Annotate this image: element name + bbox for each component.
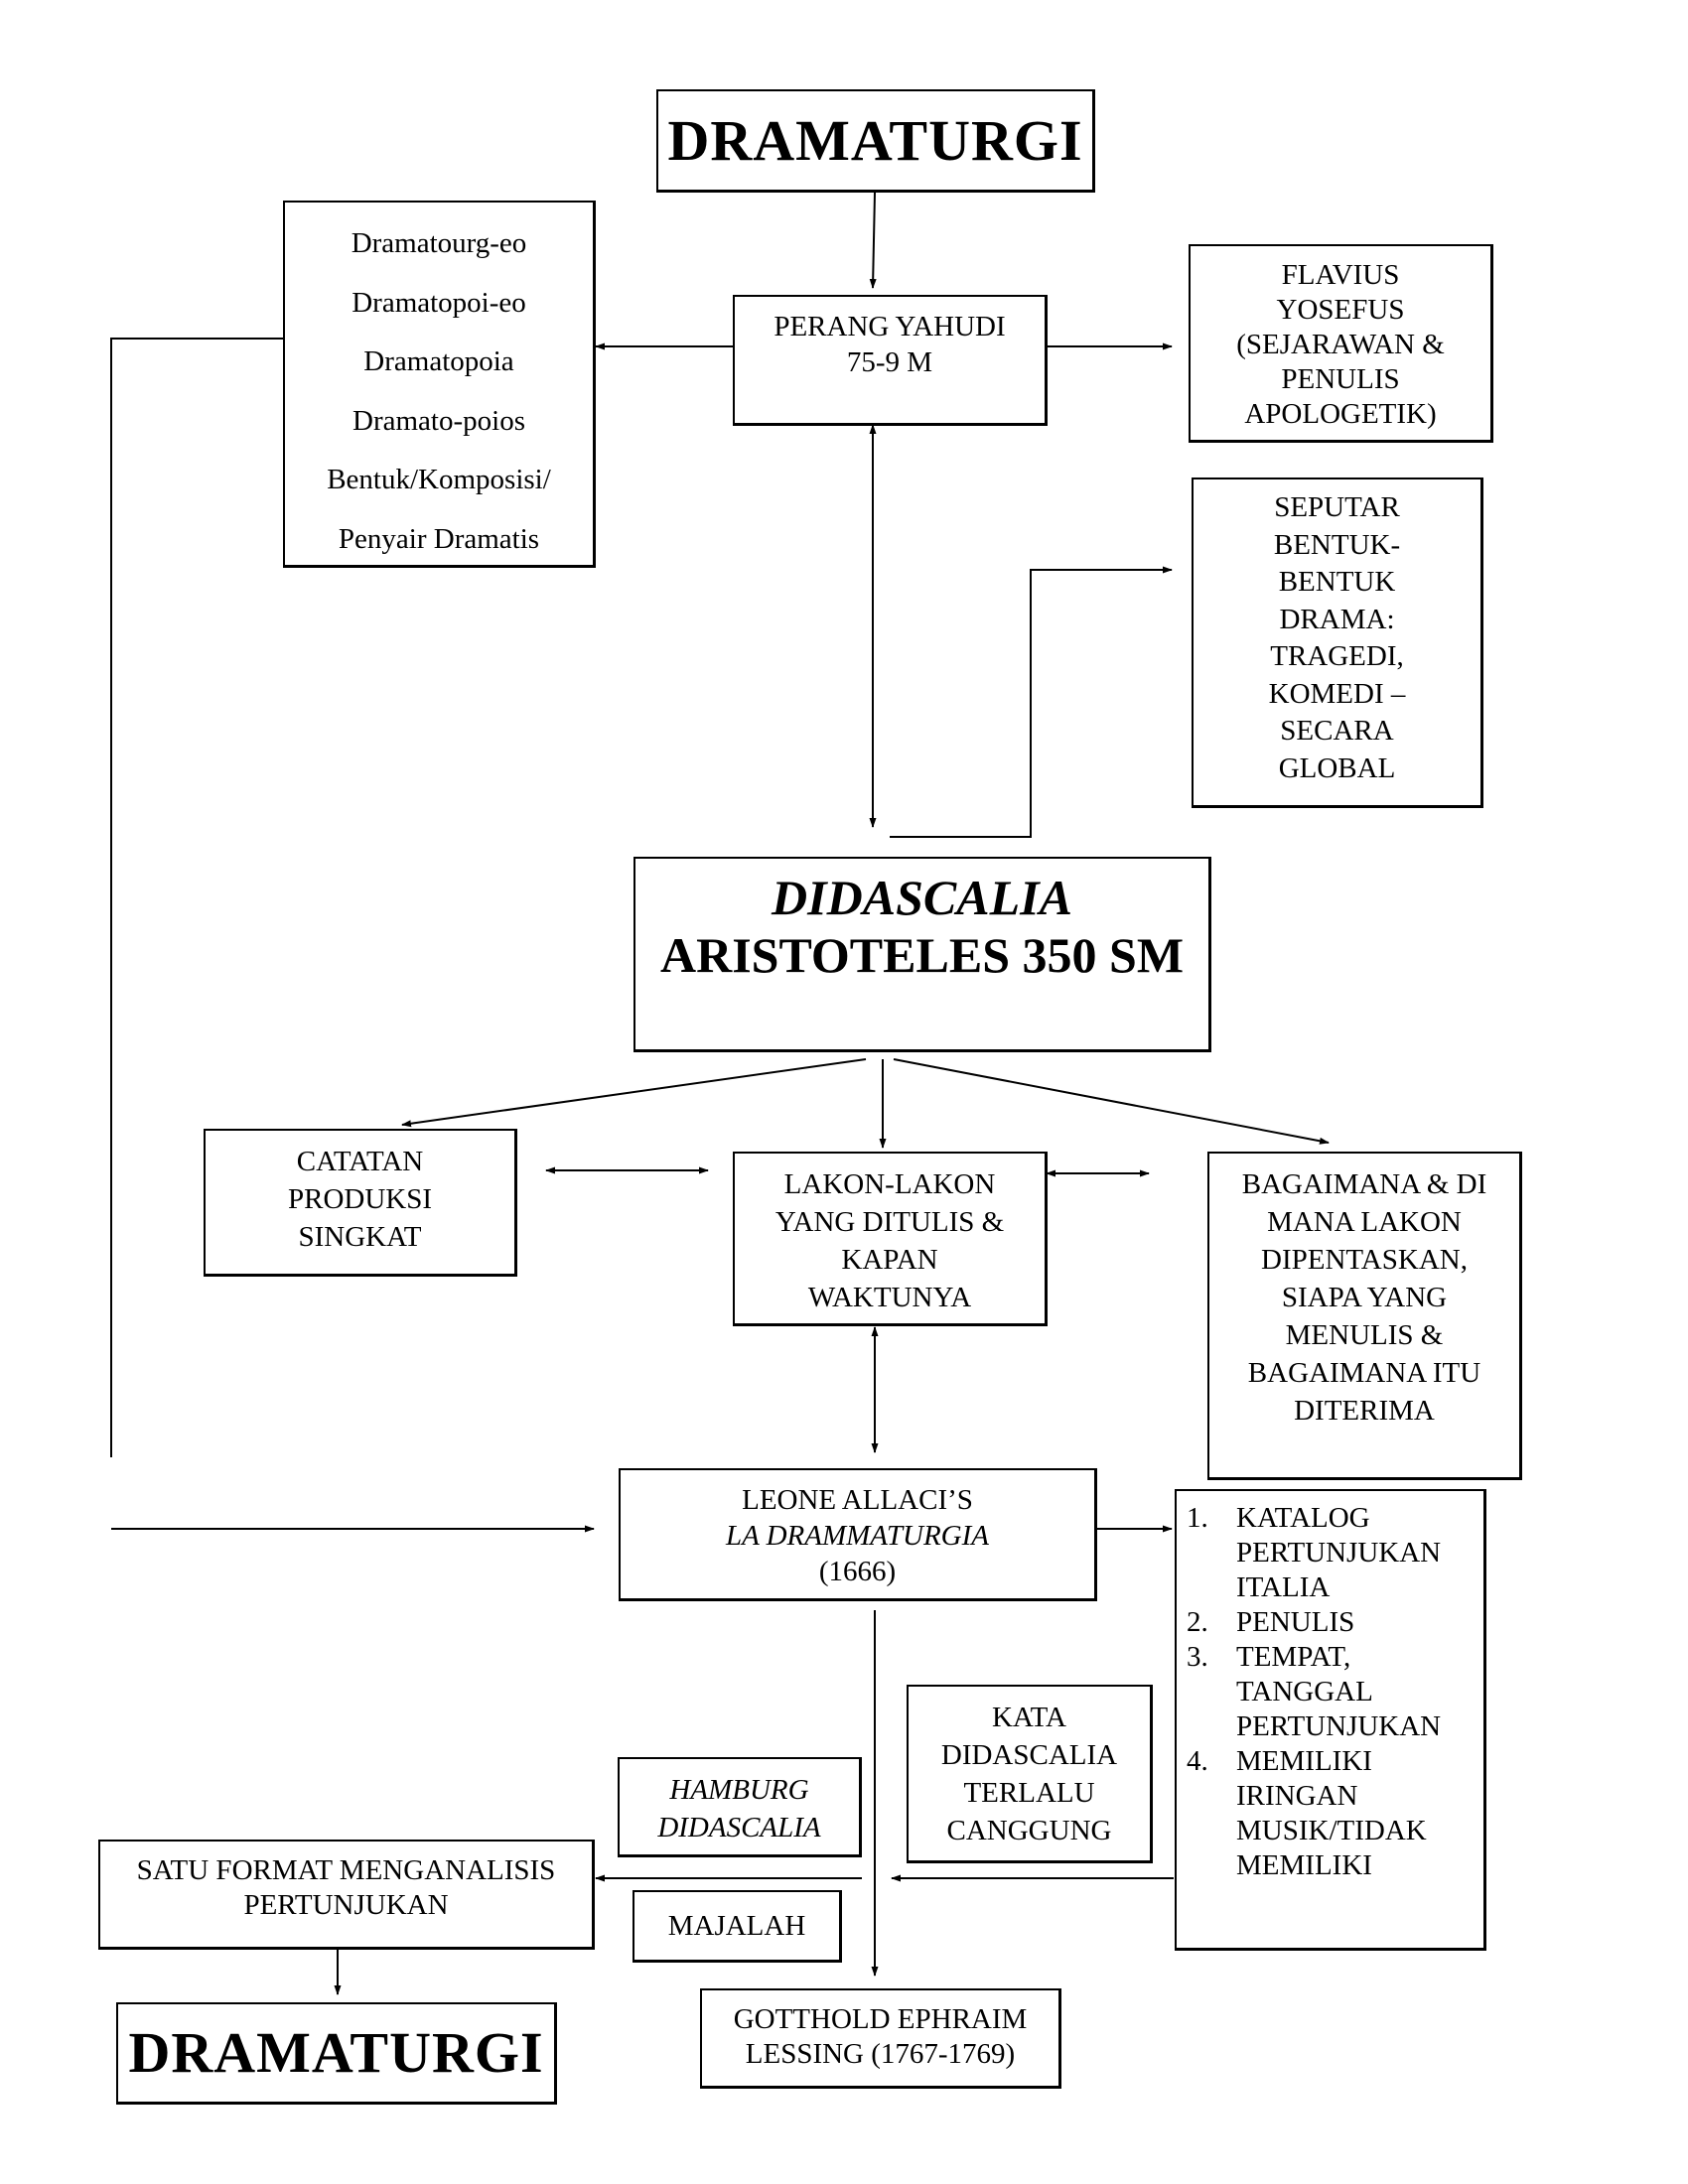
list-text: KATALOG (1236, 1502, 1370, 1534)
kata-line: KATA (991, 1702, 1066, 1733)
catatan-line: PRODUKSI (287, 1183, 433, 1215)
lakon-box: LAKON-LAKON YANG DITULIS & KAPAN WAKTUNY… (733, 1152, 1048, 1326)
list-text: ITALIA (1236, 1571, 1331, 1603)
catatan-line: CATATAN (296, 1146, 424, 1177)
flavius-line: APOLOGETIK) (1244, 398, 1437, 430)
line-etymology-left-loop (110, 338, 283, 1457)
lakon-line: YANG DITULIS & (774, 1206, 1005, 1238)
leone-year: (1666) (818, 1556, 897, 1587)
hamburg-line: HAMBURG (669, 1774, 809, 1806)
leone-name: LEONE ALLACI’S (742, 1484, 973, 1516)
list-text: PERTUNJUKAN (1236, 1710, 1442, 1742)
flavius-box: FLAVIUS YOSEFUS (SEJARAWAN & PENULIS APO… (1189, 244, 1493, 443)
kata-line: CANGGUNG (946, 1815, 1112, 1846)
etymology-term: Dramatourg-eo (351, 227, 527, 259)
seputar-line: DRAMA: (1279, 603, 1395, 635)
seputar-line: KOMEDI – (1268, 677, 1406, 710)
bagaimana-box: BAGAIMANA & DI MANA LAKON DIPENTASKAN, S… (1207, 1152, 1522, 1480)
list-text: PERTUNJUKAN (1236, 1537, 1442, 1569)
kata-line: DIDASCALIA (940, 1739, 1118, 1771)
lakon-line: WAKTUNYA (807, 1282, 972, 1313)
kata-didascalia-box: KATA DIDASCALIA TERLALU CANGGUNG (907, 1685, 1153, 1863)
list-number: 1. (1187, 1502, 1208, 1534)
etymology-term: Penyair Dramatis (338, 522, 540, 555)
lessing-box: GOTTHOLD EPHRAIM LESSING (1767-1769) (700, 1988, 1061, 2089)
perang-yahudi-box: PERANG YAHUDI 75-9 M (733, 295, 1048, 426)
list-text: TEMPAT, (1236, 1641, 1351, 1673)
etymology-term: Bentuk/Komposisi/ (327, 464, 551, 495)
lessing-line: LESSING (1767-1769) (745, 2038, 1016, 2070)
arrow-didascalia-to-catatan (401, 1058, 867, 1128)
hamburg-didascalia-box: HAMBURG DIDASCALIA (618, 1757, 862, 1857)
didascalia-title: DIDASCALIA (772, 870, 1072, 925)
seputar-line: BENTUK (1278, 566, 1396, 598)
lakon-line: KAPAN (841, 1244, 938, 1276)
top-title: DRAMATURGI (667, 107, 1083, 173)
bagaimana-line: BAGAIMANA & DI (1241, 1168, 1487, 1200)
seputar-line: GLOBAL (1278, 751, 1396, 784)
bagaimana-line: DITERIMA (1294, 1395, 1435, 1427)
etymology-box: Dramatourg-eo Dramatopoi-eo Dramatopoia … (283, 201, 596, 568)
lessing-line: GOTTHOLD EPHRAIM (733, 2003, 1028, 2035)
satu-format-box: SATU FORMAT MENGANALISIS PERTUNJUKAN (98, 1840, 595, 1950)
etymology-term: Dramatopoia (363, 345, 514, 377)
list-text: IRINGAN (1236, 1780, 1358, 1812)
lakon-line: LAKON-LAKON (783, 1168, 996, 1200)
seputar-line: TRAGEDI, (1270, 640, 1404, 672)
satu-format-line: SATU FORMAT MENGANALISIS (136, 1854, 556, 1886)
bagaimana-line: DIPENTASKAN, (1261, 1244, 1468, 1276)
perang-yahudi-title: PERANG YAHUDI (774, 311, 1006, 342)
flavius-line: (SEJARAWAN & (1236, 329, 1445, 360)
arrow-didascalia-to-bagaimana (893, 1058, 1330, 1145)
bottom-title: DRAMATURGI (128, 2020, 544, 2085)
majalah-label: MAJALAH (667, 1910, 806, 1942)
perang-yahudi-date: 75-9 M (846, 346, 933, 378)
seputar-box: SEPUTAR BENTUK- BENTUK DRAMA: TRAGEDI, K… (1192, 478, 1483, 808)
top-title-box: DRAMATURGI (656, 89, 1095, 193)
list-item: 4. MEMILIKI IRINGAN MUSIK/TIDAK MEMILIKI (1187, 1744, 1483, 1883)
flavius-line: YOSEFUS (1276, 294, 1405, 326)
list-item: 3. TEMPAT, TANGGAL PERTUNJUKAN (1187, 1640, 1483, 1744)
didascalia-subtitle: ARISTOTELES 350 SM (659, 927, 1185, 983)
catatan-box: CATATAN PRODUKSI SINGKAT (204, 1129, 517, 1277)
seputar-line: SEPUTAR (1274, 491, 1400, 523)
list-number: 2. (1187, 1606, 1208, 1638)
list-number: 4. (1187, 1745, 1208, 1777)
catalog-box: 1. KATALOG PERTUNJUKAN ITALIA 2. PENULIS… (1175, 1489, 1486, 1951)
majalah-box: MAJALAH (633, 1890, 842, 1963)
list-item: 1. KATALOG PERTUNJUKAN ITALIA (1187, 1501, 1483, 1605)
bagaimana-line: SIAPA YANG (1281, 1282, 1448, 1313)
catalog-list: 1. KATALOG PERTUNJUKAN ITALIA 2. PENULIS… (1187, 1501, 1483, 1883)
hamburg-line: DIDASCALIA (657, 1812, 821, 1843)
arrow-to-seputar (890, 566, 1173, 838)
list-text: MUSIK/TIDAK (1236, 1815, 1427, 1846)
flavius-line: FLAVIUS (1281, 259, 1400, 291)
list-number: 3. (1187, 1641, 1208, 1673)
bagaimana-line: BAGAIMANA ITU (1247, 1357, 1481, 1389)
flavius-line: PENULIS (1281, 363, 1400, 395)
satu-format-line: PERTUNJUKAN (243, 1889, 449, 1921)
leone-work: LA DRAMMATURGIA (726, 1520, 989, 1552)
catatan-line: SINGKAT (298, 1221, 422, 1253)
seputar-line: SECARA (1280, 715, 1394, 747)
etymology-term: Dramato-poios (352, 404, 525, 437)
arrow-dramaturgi-to-perang (869, 192, 877, 289)
didascalia-box: DIDASCALIA ARISTOTELES 350 SM (633, 857, 1211, 1052)
etymology-term: Dramatopoi-eo (352, 286, 526, 319)
seputar-line: BENTUK- (1273, 528, 1401, 561)
bottom-title-box: DRAMATURGI (116, 2002, 557, 2105)
list-text: MEMILIKI (1236, 1745, 1372, 1777)
list-item: 2. PENULIS (1187, 1605, 1483, 1640)
leone-allaci-box: LEONE ALLACI’S LA DRAMMATURGIA (1666) (619, 1468, 1097, 1601)
bagaimana-line: MANA LAKON (1267, 1206, 1462, 1238)
kata-line: TERLALU (963, 1777, 1095, 1809)
list-text: MEMILIKI (1236, 1849, 1372, 1881)
bagaimana-line: MENULIS & (1285, 1319, 1444, 1351)
list-text: TANGGAL (1236, 1676, 1373, 1707)
list-text: PENULIS (1236, 1606, 1355, 1638)
